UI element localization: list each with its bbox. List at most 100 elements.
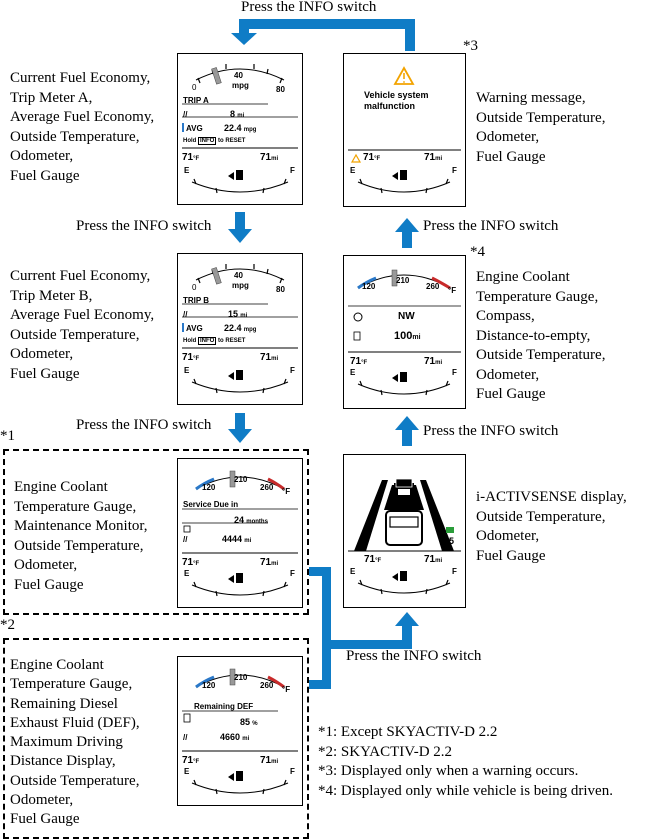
fuel-e: E	[350, 166, 356, 175]
odometer: 71mi	[424, 356, 443, 367]
press-label-isense-to-compass: Press the INFO switch	[423, 423, 559, 439]
trip-value: 15 mi	[228, 309, 248, 319]
coolant-min: 120	[362, 282, 376, 291]
fuel-f: F	[290, 366, 295, 375]
odometer: 71mi	[260, 352, 279, 363]
coolant-max: 260	[426, 282, 440, 291]
avg-label: AVG	[186, 324, 203, 333]
footnotes: *1: Except SKYACTIV-D 2.2 *2: SKYACTIV-D…	[318, 723, 613, 801]
screen-compass: 120 210 260 °F NW 100mi 71°F 71mi E F	[343, 255, 466, 409]
coolant-mid: 210	[234, 475, 248, 484]
odometer: 71mi	[424, 554, 443, 565]
odometer: 71mi	[260, 152, 279, 163]
screen-trip-a: 0 40 mpg 80 TRIP A // 8 mi AVG 22.4 mpg …	[177, 53, 303, 205]
trip-icon: //	[183, 535, 188, 544]
coolant-max: 260	[260, 681, 274, 690]
desc-trip-b: Current Fuel Economy,Trip Meter B,Averag…	[10, 268, 155, 382]
fuel-f: F	[452, 567, 457, 576]
distance-to-empty: 100mi	[394, 330, 421, 342]
coolant-min: 120	[202, 483, 216, 492]
screen-isense: 55 71°F 71mi E F	[343, 454, 466, 608]
gauge-graphics	[182, 668, 298, 795]
footnote-4: *4: Displayed only while vehicle is bein…	[318, 782, 613, 799]
def-title: Remaining DEF	[194, 702, 254, 711]
fuel-f: F	[290, 166, 295, 175]
gauge-mid: 40	[234, 71, 243, 80]
gauge-mid: 40	[234, 271, 243, 280]
warning-graphics	[348, 66, 461, 194]
outside-temp: 71°F	[364, 554, 382, 565]
footnote-2: *2: SKYACTIV-D 2.2	[318, 743, 453, 760]
coolant-max: 260	[260, 483, 274, 492]
screen-trip-b: 0 40 mpg 80 TRIP B // 15 mi AVG 22.4 mpg…	[177, 253, 303, 405]
avg-value: 22.4 mpg	[224, 323, 257, 333]
screen-maintenance: 120 210 260 °F Service Due in 24 months …	[177, 458, 303, 608]
maint-title: Service Due in	[183, 500, 239, 509]
footnote-3: *3: Displayed only when a warning occurs…	[318, 763, 579, 779]
gauge-graphics	[348, 269, 461, 396]
trip-title: TRIP A	[183, 96, 209, 105]
avg-label: AVG	[186, 124, 203, 133]
avg-value: 22.4 mpg	[224, 123, 257, 133]
odometer: 71mi	[260, 557, 279, 568]
trip-icon: //	[183, 310, 188, 319]
compass-direction: NW	[398, 311, 415, 322]
press-label-to-isense: Press the INFO switch	[346, 648, 482, 664]
outside-temp: 71°F	[363, 152, 381, 163]
screen-def: 120 210 260 °F Remaining DEF 85 % // 466…	[177, 656, 303, 806]
fuel-f: F	[452, 166, 457, 175]
press-label-top: Press the INFO switch	[241, 0, 377, 15]
isense-graphics	[348, 478, 461, 595]
fuel-e: E	[184, 767, 190, 776]
note-marker-1: *1	[0, 428, 15, 444]
outside-temp: 71°F	[182, 557, 200, 568]
press-label-a-to-b: Press the INFO switch	[76, 218, 212, 234]
gauge-unit: mpg	[232, 81, 249, 90]
coolant-mid: 210	[234, 673, 248, 682]
trip-title: TRIP B	[183, 296, 210, 305]
trip-value: 8 mi	[230, 109, 245, 119]
coolant-unit: °F	[448, 286, 457, 295]
gauge-graphics	[182, 264, 298, 394]
fuel-e: E	[184, 569, 190, 578]
odometer: 71mi	[260, 755, 279, 766]
maint-months: 24 months	[234, 515, 268, 525]
fuel-e: E	[184, 366, 190, 375]
fuel-e: E	[350, 368, 356, 377]
variant-box-1	[3, 449, 309, 615]
maint-dist: 4444 mi	[222, 534, 252, 544]
odometer: 71mi	[424, 152, 443, 163]
coolant-unit: °F	[282, 487, 291, 496]
note-marker-2: *2	[0, 617, 15, 633]
coolant-unit: °F	[282, 685, 291, 694]
note-marker-3: *3	[463, 38, 478, 54]
trip-icon: //	[183, 110, 188, 119]
press-label-b-to-maint: Press the INFO switch	[76, 417, 212, 433]
fuel-e: E	[350, 567, 356, 576]
outside-temp: 71°F	[182, 755, 200, 766]
screen-warning: Vehicle system malfunction 71°F 71mi E F	[343, 53, 466, 207]
footnote-1: *1: Except SKYACTIV-D 2.2	[318, 724, 498, 740]
warning-line-1: Vehicle system	[364, 90, 429, 100]
gauge-unit: mpg	[232, 281, 249, 290]
set-speed: 55	[444, 536, 455, 546]
fuel-f: F	[290, 767, 295, 776]
coolant-min: 120	[202, 681, 216, 690]
def-dist: 4660 mi	[220, 732, 250, 742]
coolant-mid: 210	[396, 276, 410, 285]
press-label-compass-to-warning: Press the INFO switch	[423, 218, 559, 234]
desc-isense: i-ACTIVSENSE display,Outside Temperature…	[476, 489, 627, 564]
gauge-graphics	[182, 470, 298, 597]
fuel-f: F	[452, 368, 457, 377]
trip-icon: //	[183, 733, 188, 742]
warning-line-2: malfunction	[364, 101, 415, 111]
gauge-max: 80	[276, 285, 285, 294]
desc-trip-a: Current Fuel Economy,Trip Meter A,Averag…	[10, 70, 155, 184]
gauge-graphics	[182, 64, 298, 194]
desc-warning: Warning message,Outside Temperature, Odo…	[476, 90, 606, 165]
def-percent: 85 %	[240, 717, 258, 727]
